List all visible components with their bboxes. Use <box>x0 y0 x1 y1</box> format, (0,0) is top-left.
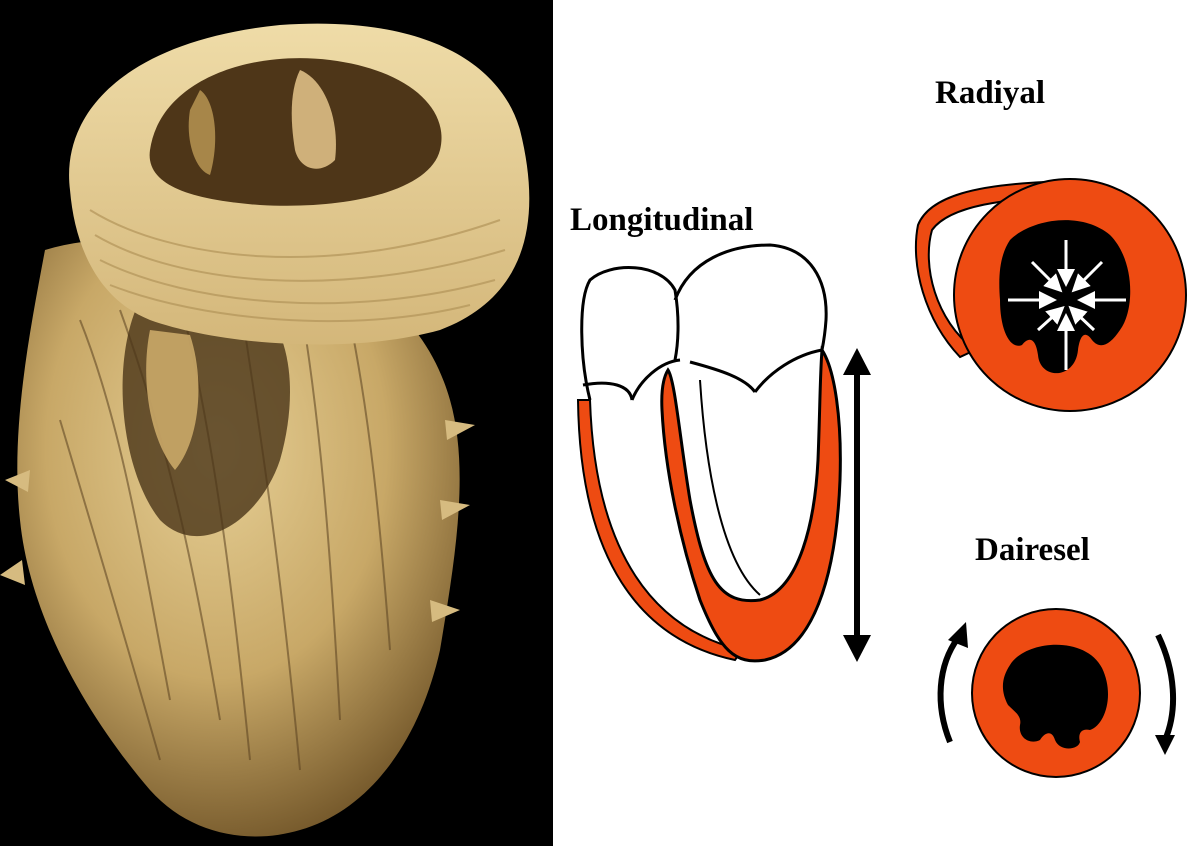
radial-cross-section <box>916 179 1186 411</box>
circumferential-cross-section <box>972 609 1140 777</box>
double-headed-arrow-icon <box>843 348 871 662</box>
circumferential-label: Dairesel <box>975 532 1090 568</box>
longitudinal-heart-diagram <box>578 245 840 661</box>
radial-label: Radiyal <box>935 75 1045 111</box>
longitudinal-label: Longitudinal <box>570 202 753 238</box>
heart-specimen-photo <box>0 0 553 846</box>
